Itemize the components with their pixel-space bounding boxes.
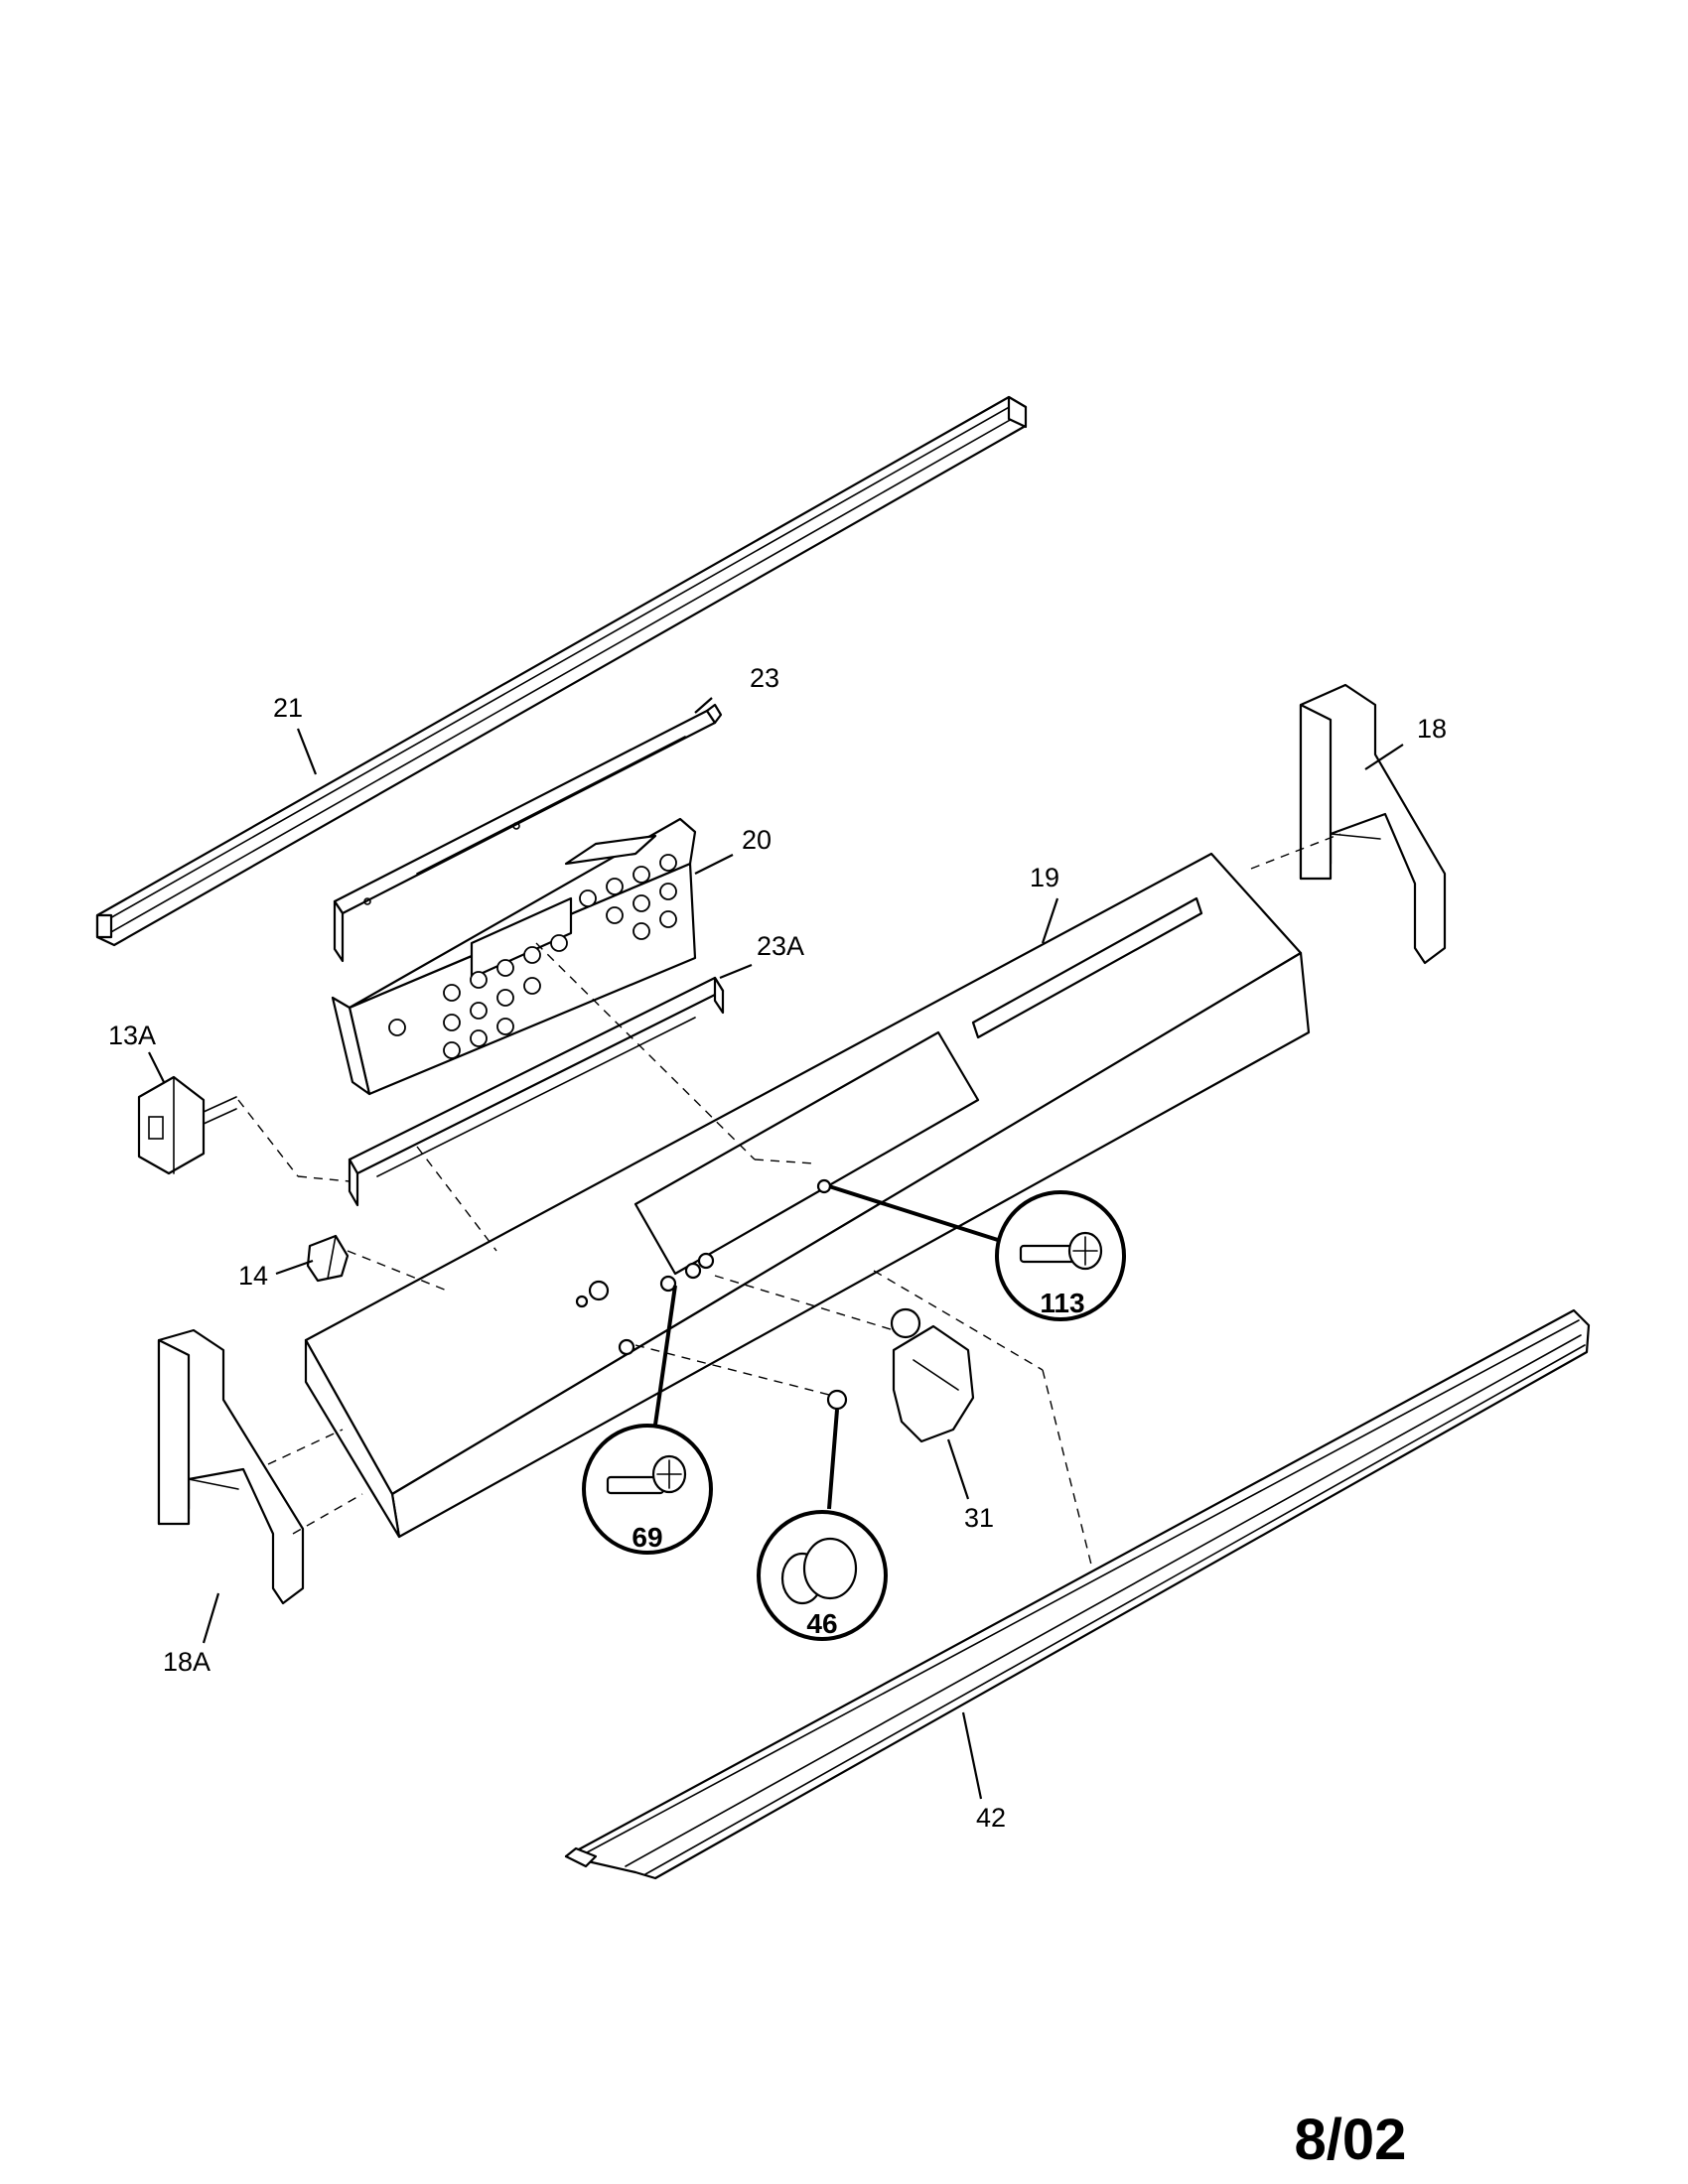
- part-19-control-panel: [304, 852, 1311, 1539]
- part-13a-switch: [137, 1075, 237, 1175]
- label-42: 42: [976, 1803, 1006, 1833]
- label-23: 23: [750, 663, 779, 693]
- label-23a: 23A: [757, 931, 804, 961]
- label-20: 20: [742, 825, 772, 855]
- leader-lines: [148, 697, 1404, 1800]
- label-31: 31: [964, 1503, 994, 1533]
- label-14: 14: [238, 1261, 268, 1291]
- date-code: 8/02: [1295, 2108, 1407, 2172]
- label-18a: 18A: [163, 1647, 211, 1677]
- label-46: 46: [806, 1608, 837, 1639]
- label-19: 19: [1030, 863, 1059, 892]
- label-18: 18: [1417, 714, 1447, 744]
- callout-46-plug: 46: [757, 1510, 888, 1641]
- part-labels: 21 23 20 23A 19 18 13A 14 18A 31 42: [108, 663, 1447, 1833]
- part-20-control-board: [331, 817, 697, 1096]
- label-113: 113: [1040, 1288, 1084, 1318]
- small-fasteners: [575, 1178, 848, 1411]
- label-21: 21: [273, 693, 303, 723]
- part-18a-left-end-cap: [157, 1328, 305, 1605]
- callout-69-screw: 69: [582, 1424, 713, 1555]
- part-21-top-trim: [95, 395, 1028, 947]
- part-23-upper-bracket: [333, 703, 723, 963]
- part-42-bottom-trim: [564, 1308, 1591, 1880]
- part-31-knob: [890, 1307, 975, 1443]
- part-18-right-end-cap: [1299, 683, 1447, 965]
- label-69: 69: [632, 1522, 662, 1553]
- part-23a-lower-bracket: [348, 976, 725, 1207]
- part-14-clip: [306, 1234, 350, 1283]
- assembly-dashed-lines: [237, 833, 1341, 1570]
- label-13a: 13A: [108, 1021, 156, 1050]
- callout-113-screw: 113: [995, 1190, 1126, 1321]
